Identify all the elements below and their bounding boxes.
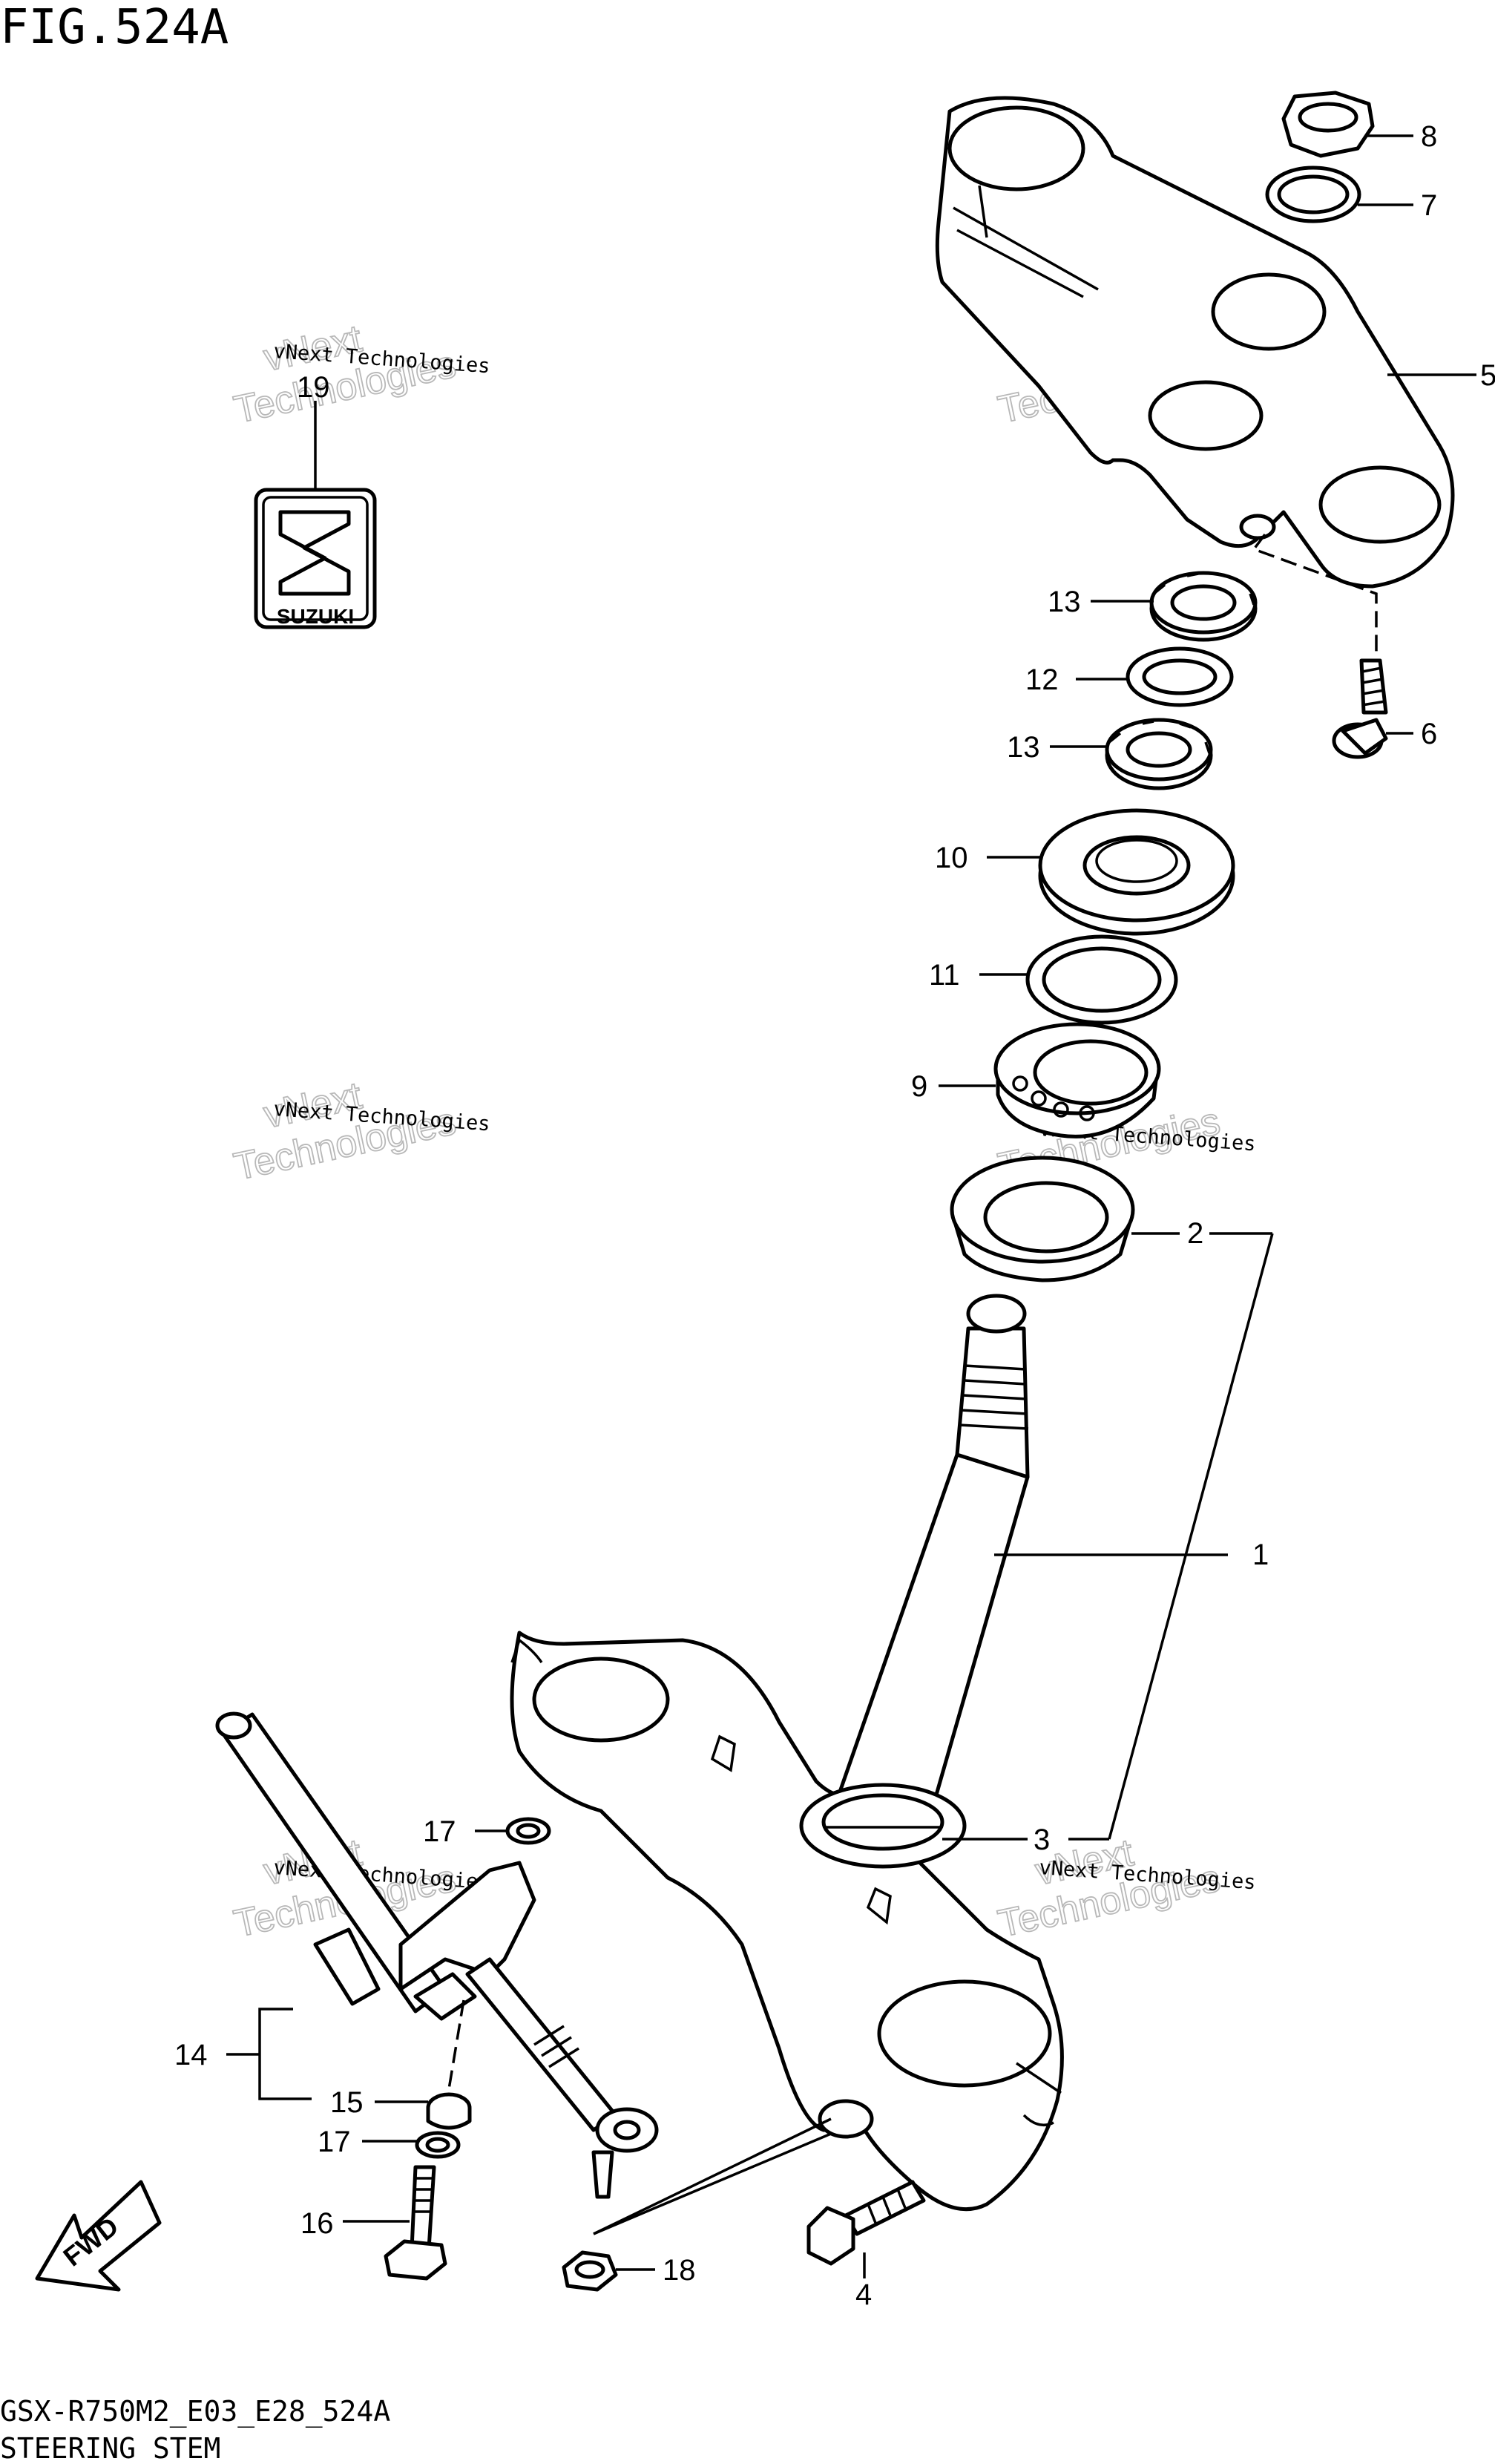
figure-title: FIG.524A	[0, 0, 229, 55]
washer-12	[1126, 646, 1234, 707]
callout-17-lower: 17	[318, 2126, 351, 2158]
dust-seal-10	[1038, 808, 1235, 936]
fwd-arrow-icon: FWD	[35, 2180, 162, 2292]
callout-2: 2	[1187, 1217, 1203, 1250]
bearing-9	[993, 1022, 1161, 1138]
callout-7: 7	[1421, 189, 1437, 222]
callout-9: 9	[911, 1070, 927, 1103]
bolt-6	[1252, 533, 1388, 759]
emblem-text: SUZUKI	[277, 605, 354, 628]
suzuki-emblem: SUZUKI	[254, 401, 377, 629]
callout-19: 19	[297, 371, 330, 404]
callout-3: 3	[1034, 1824, 1050, 1856]
bolt-4	[806, 2180, 926, 2266]
callout-17-upper: 17	[423, 1815, 456, 1848]
upper-bracket	[935, 96, 1455, 589]
washer-17-upper	[505, 1817, 551, 1845]
watermark-3: vNext Technologies vNext Technologies	[230, 1073, 491, 1189]
callout-14: 14	[174, 2039, 208, 2071]
callout-10: 10	[935, 842, 968, 874]
callout-18: 18	[663, 2254, 696, 2287]
bolt-16	[384, 2165, 447, 2281]
callout-1: 1	[1252, 1539, 1269, 1571]
footer-title: STEERING STEM	[0, 2432, 220, 2464]
nut-18	[562, 2250, 618, 2292]
callout-11: 11	[929, 959, 960, 992]
callout-5: 5	[1480, 359, 1495, 392]
callout-8: 8	[1421, 120, 1437, 153]
collar-15	[426, 2092, 472, 2130]
steering-damper-14	[215, 1711, 659, 2199]
nut-8	[1281, 91, 1375, 158]
leader-lines	[226, 134, 1476, 2278]
washer-17-lower	[415, 2131, 461, 2159]
locknut-13-upper	[1149, 571, 1258, 642]
washer-7	[1265, 166, 1361, 223]
lower-bracket	[510, 1294, 1064, 2212]
callout-4: 4	[855, 2278, 872, 2311]
footer-code: GSX-R750M2_E03_E28_524A	[0, 2395, 390, 2428]
locknut-13-lower	[1105, 718, 1213, 790]
suzuki-logo-icon	[278, 510, 351, 596]
callout-13-lower: 13	[1007, 731, 1040, 764]
watermark-1: vNext Technologies vNext Technologies	[230, 316, 491, 432]
callout-labels: 1 2 3 4 5 6 7 8 9 10 11 12 13 13 14 15 1…	[174, 120, 1495, 2311]
callout-13-upper: 13	[1048, 586, 1081, 618]
callout-16: 16	[300, 2207, 334, 2240]
washer-11	[1025, 934, 1178, 1025]
callout-12: 12	[1025, 663, 1059, 696]
callout-6: 6	[1421, 718, 1437, 750]
callout-15: 15	[330, 2086, 364, 2119]
race-2	[950, 1156, 1135, 1282]
